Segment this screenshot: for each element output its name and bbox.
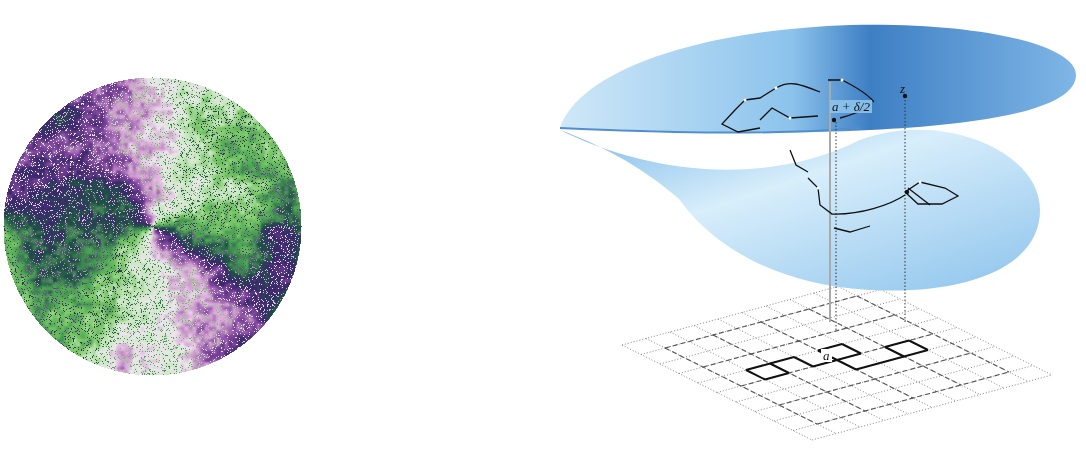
grid-line bbox=[765, 373, 789, 380]
point bbox=[832, 118, 836, 122]
grid-line bbox=[694, 326, 884, 421]
grid-line bbox=[862, 280, 1052, 375]
grid-line bbox=[793, 366, 1033, 431]
grid-line bbox=[837, 354, 861, 361]
point bbox=[905, 190, 909, 194]
math-label: a bbox=[821, 349, 832, 362]
grid-line bbox=[755, 347, 995, 412]
grid-line bbox=[817, 372, 1009, 424]
grid-line bbox=[736, 337, 976, 402]
grid-line bbox=[717, 328, 957, 393]
grid-line bbox=[814, 293, 1004, 388]
grid-line bbox=[856, 363, 880, 370]
grid-line bbox=[746, 364, 770, 371]
grid-line bbox=[746, 370, 765, 380]
grid-line bbox=[718, 319, 908, 414]
math-label: a + δ/2 bbox=[830, 100, 872, 113]
grid-line bbox=[770, 357, 794, 364]
loop-vertex bbox=[744, 79, 922, 190]
grid-line bbox=[837, 360, 856, 370]
grid-line bbox=[766, 306, 956, 401]
grid-line bbox=[770, 364, 789, 374]
dotted-line bbox=[905, 100, 906, 322]
grid-line bbox=[698, 318, 938, 383]
lattice-grid bbox=[622, 280, 1052, 440]
grid-line bbox=[761, 322, 913, 398]
grid-line bbox=[885, 347, 904, 357]
noise-disc bbox=[2, 76, 302, 376]
upper-sheet bbox=[560, 25, 1076, 133]
grid-line bbox=[713, 335, 865, 411]
vertical-line bbox=[829, 82, 831, 322]
lifted-loop bbox=[722, 80, 958, 232]
grid-line bbox=[857, 296, 1009, 372]
grid-line bbox=[809, 309, 961, 385]
sheet-cut bbox=[560, 128, 860, 133]
grid-line bbox=[670, 332, 860, 427]
grid-line bbox=[741, 334, 933, 386]
grid-line bbox=[779, 353, 971, 405]
math-label: z bbox=[900, 82, 905, 95]
lower-sheet bbox=[560, 130, 1040, 291]
grid-line bbox=[790, 300, 980, 395]
grid-line bbox=[812, 375, 1052, 440]
grid-line bbox=[838, 287, 1028, 382]
grid-line bbox=[880, 357, 904, 364]
grid-line bbox=[885, 341, 909, 348]
grid-line bbox=[909, 341, 928, 351]
dotted-line bbox=[836, 122, 837, 330]
grid-line bbox=[842, 344, 861, 354]
grid-line bbox=[904, 350, 928, 357]
grid-line bbox=[742, 313, 932, 408]
grid-line bbox=[794, 357, 813, 367]
